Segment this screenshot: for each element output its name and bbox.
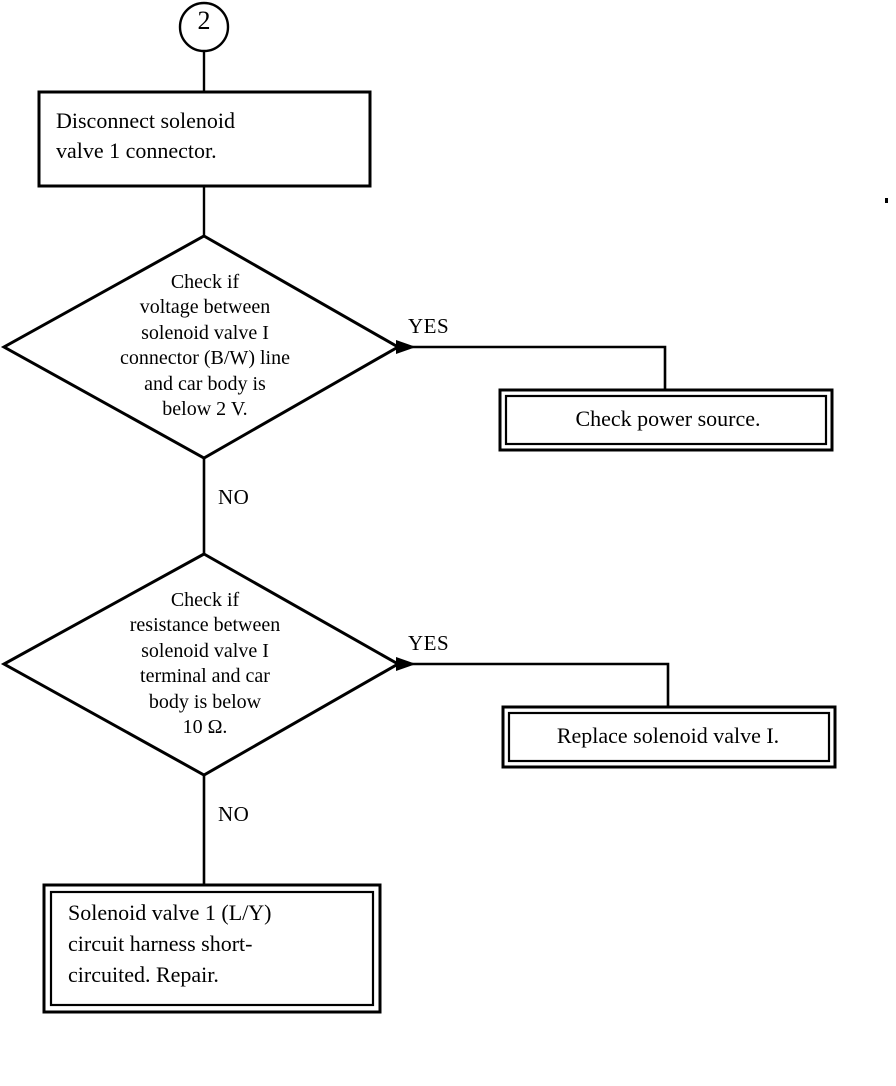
terminal-box-repair-harness-inner: [49, 890, 375, 1007]
arrowhead-voltage-yes: [396, 340, 416, 354]
terminal-repair-harness-text: Solenoid valve 1 (L/Y) circuit harness s…: [68, 900, 272, 987]
edge-voltage-yes: [398, 345, 667, 390]
branch-label-voltage-no: NO: [218, 485, 250, 509]
branch-label-resistance-yes: YES: [408, 631, 450, 655]
process-disconnect-text: Disconnect solenoid valve 1 connector.: [56, 108, 236, 164]
connector-label: 2: [197, 6, 211, 35]
terminal-check-power-text: Check power source.: [575, 406, 761, 431]
edge-resistance-yes: [398, 662, 670, 707]
branch-label-voltage-yes: YES: [408, 314, 450, 338]
terminal-box-check-power-inner: [504, 394, 828, 446]
decision-resistance-text: Check if resistance between solenoid val…: [129, 589, 281, 738]
terminal-replace-valve-text: Replace solenoid valve I.: [556, 723, 780, 748]
page-speck-artifact: [885, 198, 888, 203]
terminal-box-replace-valve-inner: [507, 711, 831, 763]
branch-label-resistance-no: NO: [218, 802, 250, 826]
arrowhead-resistance-yes: [396, 657, 416, 671]
process-box-disconnect: [37, 90, 372, 188]
decision-voltage-text: Check if voltage between solenoid valve …: [120, 271, 290, 420]
